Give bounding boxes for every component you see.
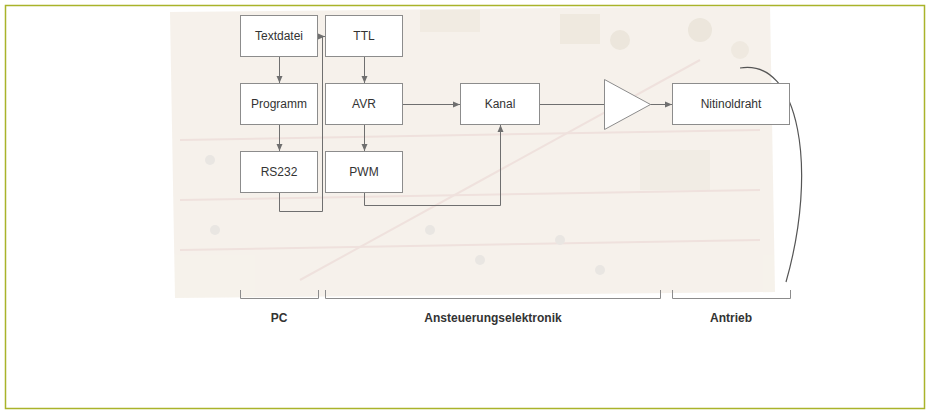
box-label: Textdatei — [255, 29, 303, 43]
group-label: Antrieb — [710, 311, 752, 325]
process-box: Textdatei — [240, 15, 318, 57]
box-label: Programm — [251, 97, 307, 111]
signal-arrow — [364, 57, 365, 83]
process-box: AVR — [325, 83, 403, 125]
box-label: Kanal — [485, 97, 516, 111]
box-label: AVR — [352, 97, 376, 111]
signal-arrow — [279, 125, 280, 151]
box-label: TTL — [353, 29, 374, 43]
box-label: Nitinoldraht — [701, 97, 762, 111]
circuit-board-photo — [170, 6, 775, 298]
process-box: Kanal — [460, 83, 540, 125]
signal-arrow — [364, 125, 365, 151]
process-box: PWM — [325, 151, 403, 193]
box-label: RS232 — [261, 165, 298, 179]
box-label: PWM — [349, 165, 378, 179]
signal-arrow — [279, 57, 280, 83]
group-label: Ansteuerungselektronik — [424, 311, 561, 325]
group-label: PC — [271, 311, 288, 325]
signal-arrow — [403, 104, 460, 105]
process-box: RS232 — [240, 151, 318, 193]
process-box: Nitinoldraht — [672, 83, 790, 125]
amplifier-symbol — [605, 80, 651, 130]
frame — [6, 6, 925, 409]
process-box: Programm — [240, 83, 318, 125]
group-brackets — [241, 290, 791, 299]
process-box: TTL — [325, 15, 403, 57]
